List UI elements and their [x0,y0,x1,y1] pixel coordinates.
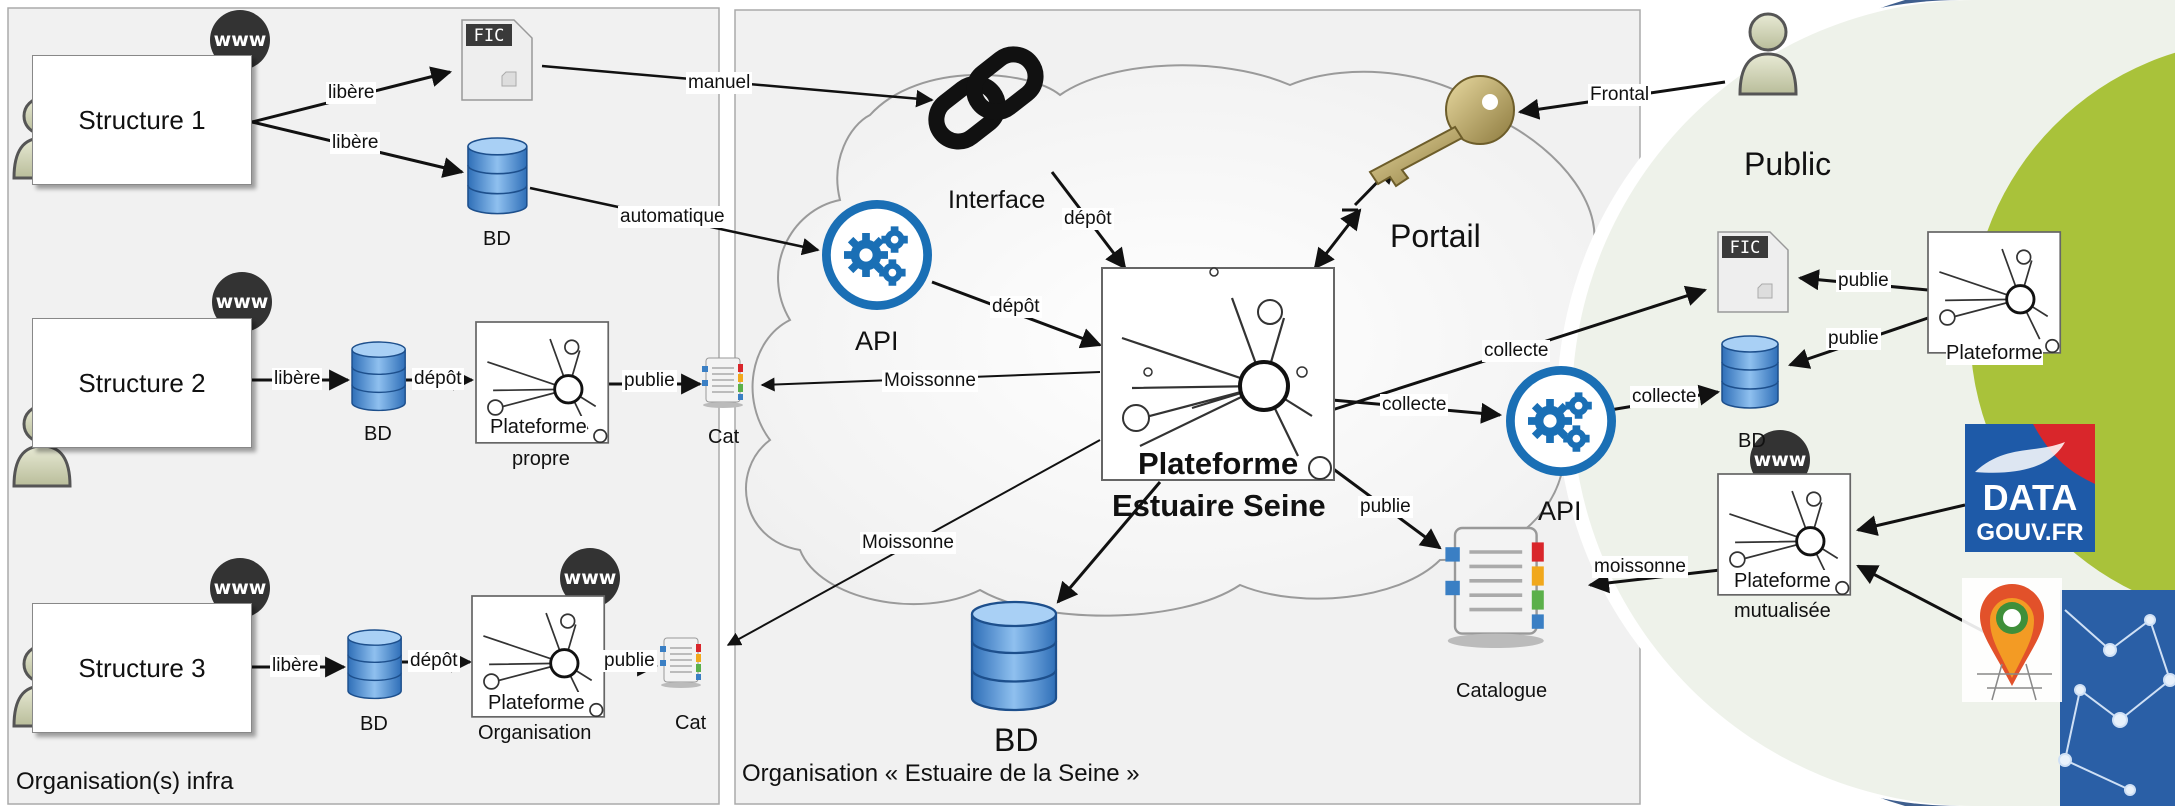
bd2-label: BD [364,423,392,445]
platform-icon-right [1927,231,2062,354]
structure-3-label: Structure 3 [78,652,206,683]
edge-label-frontal: Frontal [1588,84,1652,106]
bd3-label: BD [360,713,388,735]
center-panel-title: Organisation « Estuaire de la Seine » [742,760,1140,787]
svg-text:www: www [214,577,267,599]
left-panel-title: Organisation(s) infra [16,768,234,795]
edge-label-publie-catalogue: publie [1358,496,1413,518]
database-icon-right [1721,335,1779,409]
edge-portail-platform [1313,208,1362,270]
edge-label-libere-s2: libère [272,368,323,390]
www-badge-5: www [1750,430,1810,490]
api-icon-right [1510,370,1611,471]
edge-label-collecte-fic: collecte [1482,340,1551,362]
api-main-label: API [855,326,899,356]
cat3-label: Cat [675,712,707,734]
database-icon-bd1 [467,137,528,215]
bd-main-label: BD [994,722,1039,758]
platform-mutualisee-line2: mutualisée [1734,600,1831,622]
file-icon-fic2: FIC [1717,231,1789,313]
key-icon [1368,75,1515,188]
edge-label-depot-interface: dépôt [1062,208,1114,230]
public-label: Public [1744,146,1832,182]
edge-label-libere-1: libère [326,82,377,104]
www-badge-4: www [560,548,620,608]
edge-label-moissonne-mut: moissonne [1592,556,1688,578]
edge-label-depot-s3: dépôt [408,650,460,672]
catalog-icon-main [1443,526,1546,650]
interface-label: Interface [948,186,1046,214]
edge-label-libere-s3: libère [270,655,321,677]
platform-propre-line2: propre [512,448,570,470]
edge-label-moissonne-cat2: Moissonne [882,370,978,392]
svg-text:www: www [1754,449,1807,471]
svg-text:GOUV.FR: GOUV.FR [1976,519,2083,546]
database-icon-bd3 [347,629,402,700]
main-platform-line1: Plateforme [1138,446,1299,481]
edge-platform-bd [1056,481,1162,604]
catalog-icon-cat3 [659,637,702,689]
www-badge-2: www [212,272,272,332]
svg-text:FIC: FIC [1730,238,1761,258]
structure-2-label: Structure 2 [78,367,206,398]
portail-label: Portail [1390,218,1481,254]
edge-datagouv-pfmut [1855,503,1966,536]
svg-text:FIC: FIC [474,26,505,46]
edge-label-depot-api: dépôt [990,296,1042,318]
structure-1-label: Structure 1 [78,104,206,135]
edge-label-automatique: automatique [618,206,727,228]
structure-1-box: Structure 1 [32,55,252,185]
file-icon-fic1: FIC [461,19,533,101]
main-platform-line2: Estuaire Seine [1112,488,1326,523]
data-gouv-logo: DATA GOUV.FR [1965,424,2095,552]
svg-text:www: www [216,291,269,313]
www-badge-3: www [210,558,270,618]
api-icon-main [826,204,927,305]
edge-label-moissonne-cat3: Moissonne [860,532,956,554]
edge-label-publie-s3: publie [602,650,657,672]
database-icon-main [970,600,1058,712]
edge-label-publie-fic: publie [1836,270,1891,292]
map-pin-logo [1962,578,2062,702]
platform-organisation-line2: Organisation [478,722,592,744]
catalog-icon-cat2 [701,357,744,409]
structure-3-box: Structure 3 [32,603,252,733]
link-icon [928,46,1044,150]
edge-label-libere-2: libère [330,132,381,154]
catalogue-label: Catalogue [1456,680,1548,702]
structure-2-box: Structure 2 [32,318,252,448]
svg-text:DATA: DATA [1983,477,2078,518]
platform-propre-line1: Plateforme [490,416,587,439]
platform-right-label: Plateforme [1946,342,2043,365]
bd-right-label: BD [1738,430,1766,452]
edge-label-publie-bd: publie [1826,328,1881,350]
bd1-label: BD [483,228,511,250]
edge-label-manuel: manuel [686,72,753,94]
edge-label-depot-s2: dépôt [412,368,464,390]
www-badge-1: www [210,10,270,70]
svg-text:www: www [564,567,617,589]
edge-label-publie-s2: publie [622,370,677,392]
cat2-label: Cat [708,426,740,448]
platform-icon-main [1101,267,1335,481]
api-right-label: API [1538,496,1582,526]
edge-label-collecte-api: collecte [1380,394,1449,416]
platform-organisation-line1: Plateforme [488,692,585,715]
svg-text:www: www [214,29,267,51]
database-icon-bd2 [351,341,406,412]
edge-label-collecte-bd: collecte [1630,386,1699,408]
platform-mutualisee-line1: Plateforme [1734,570,1831,593]
